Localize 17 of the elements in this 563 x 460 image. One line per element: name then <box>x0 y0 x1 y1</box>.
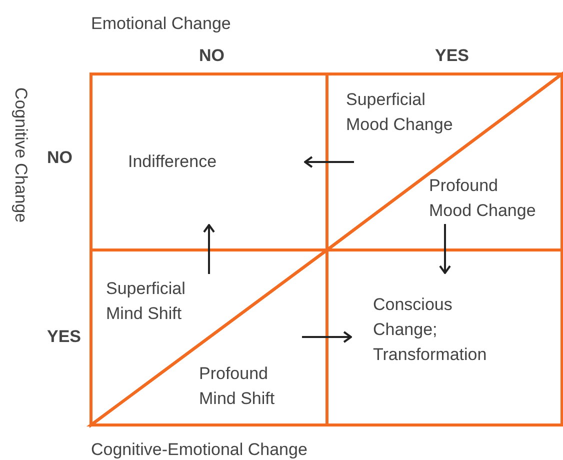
region-label: Indifference <box>128 151 218 173</box>
axis-title: Cognitive Change <box>10 87 30 223</box>
region-label: Profound Mood Change <box>429 175 537 222</box>
row-header: NO <box>47 148 72 168</box>
axis-title: Emotional Change <box>91 14 231 34</box>
region-label: Conscious Change; Transformation <box>373 294 488 366</box>
arrow <box>203 224 215 274</box>
column-header: YES <box>435 46 470 66</box>
axis-title: Cognitive-Emotional Change <box>91 440 308 460</box>
arrow <box>302 331 352 343</box>
region-label: Superficial Mood Change <box>346 89 454 136</box>
region-label: Superficial Mind Shift <box>106 278 186 325</box>
region-label: Profound Mind Shift <box>199 363 276 410</box>
arrow <box>304 156 354 168</box>
arrow <box>439 224 451 274</box>
column-header: NO <box>199 46 224 66</box>
row-header: YES <box>47 327 82 347</box>
